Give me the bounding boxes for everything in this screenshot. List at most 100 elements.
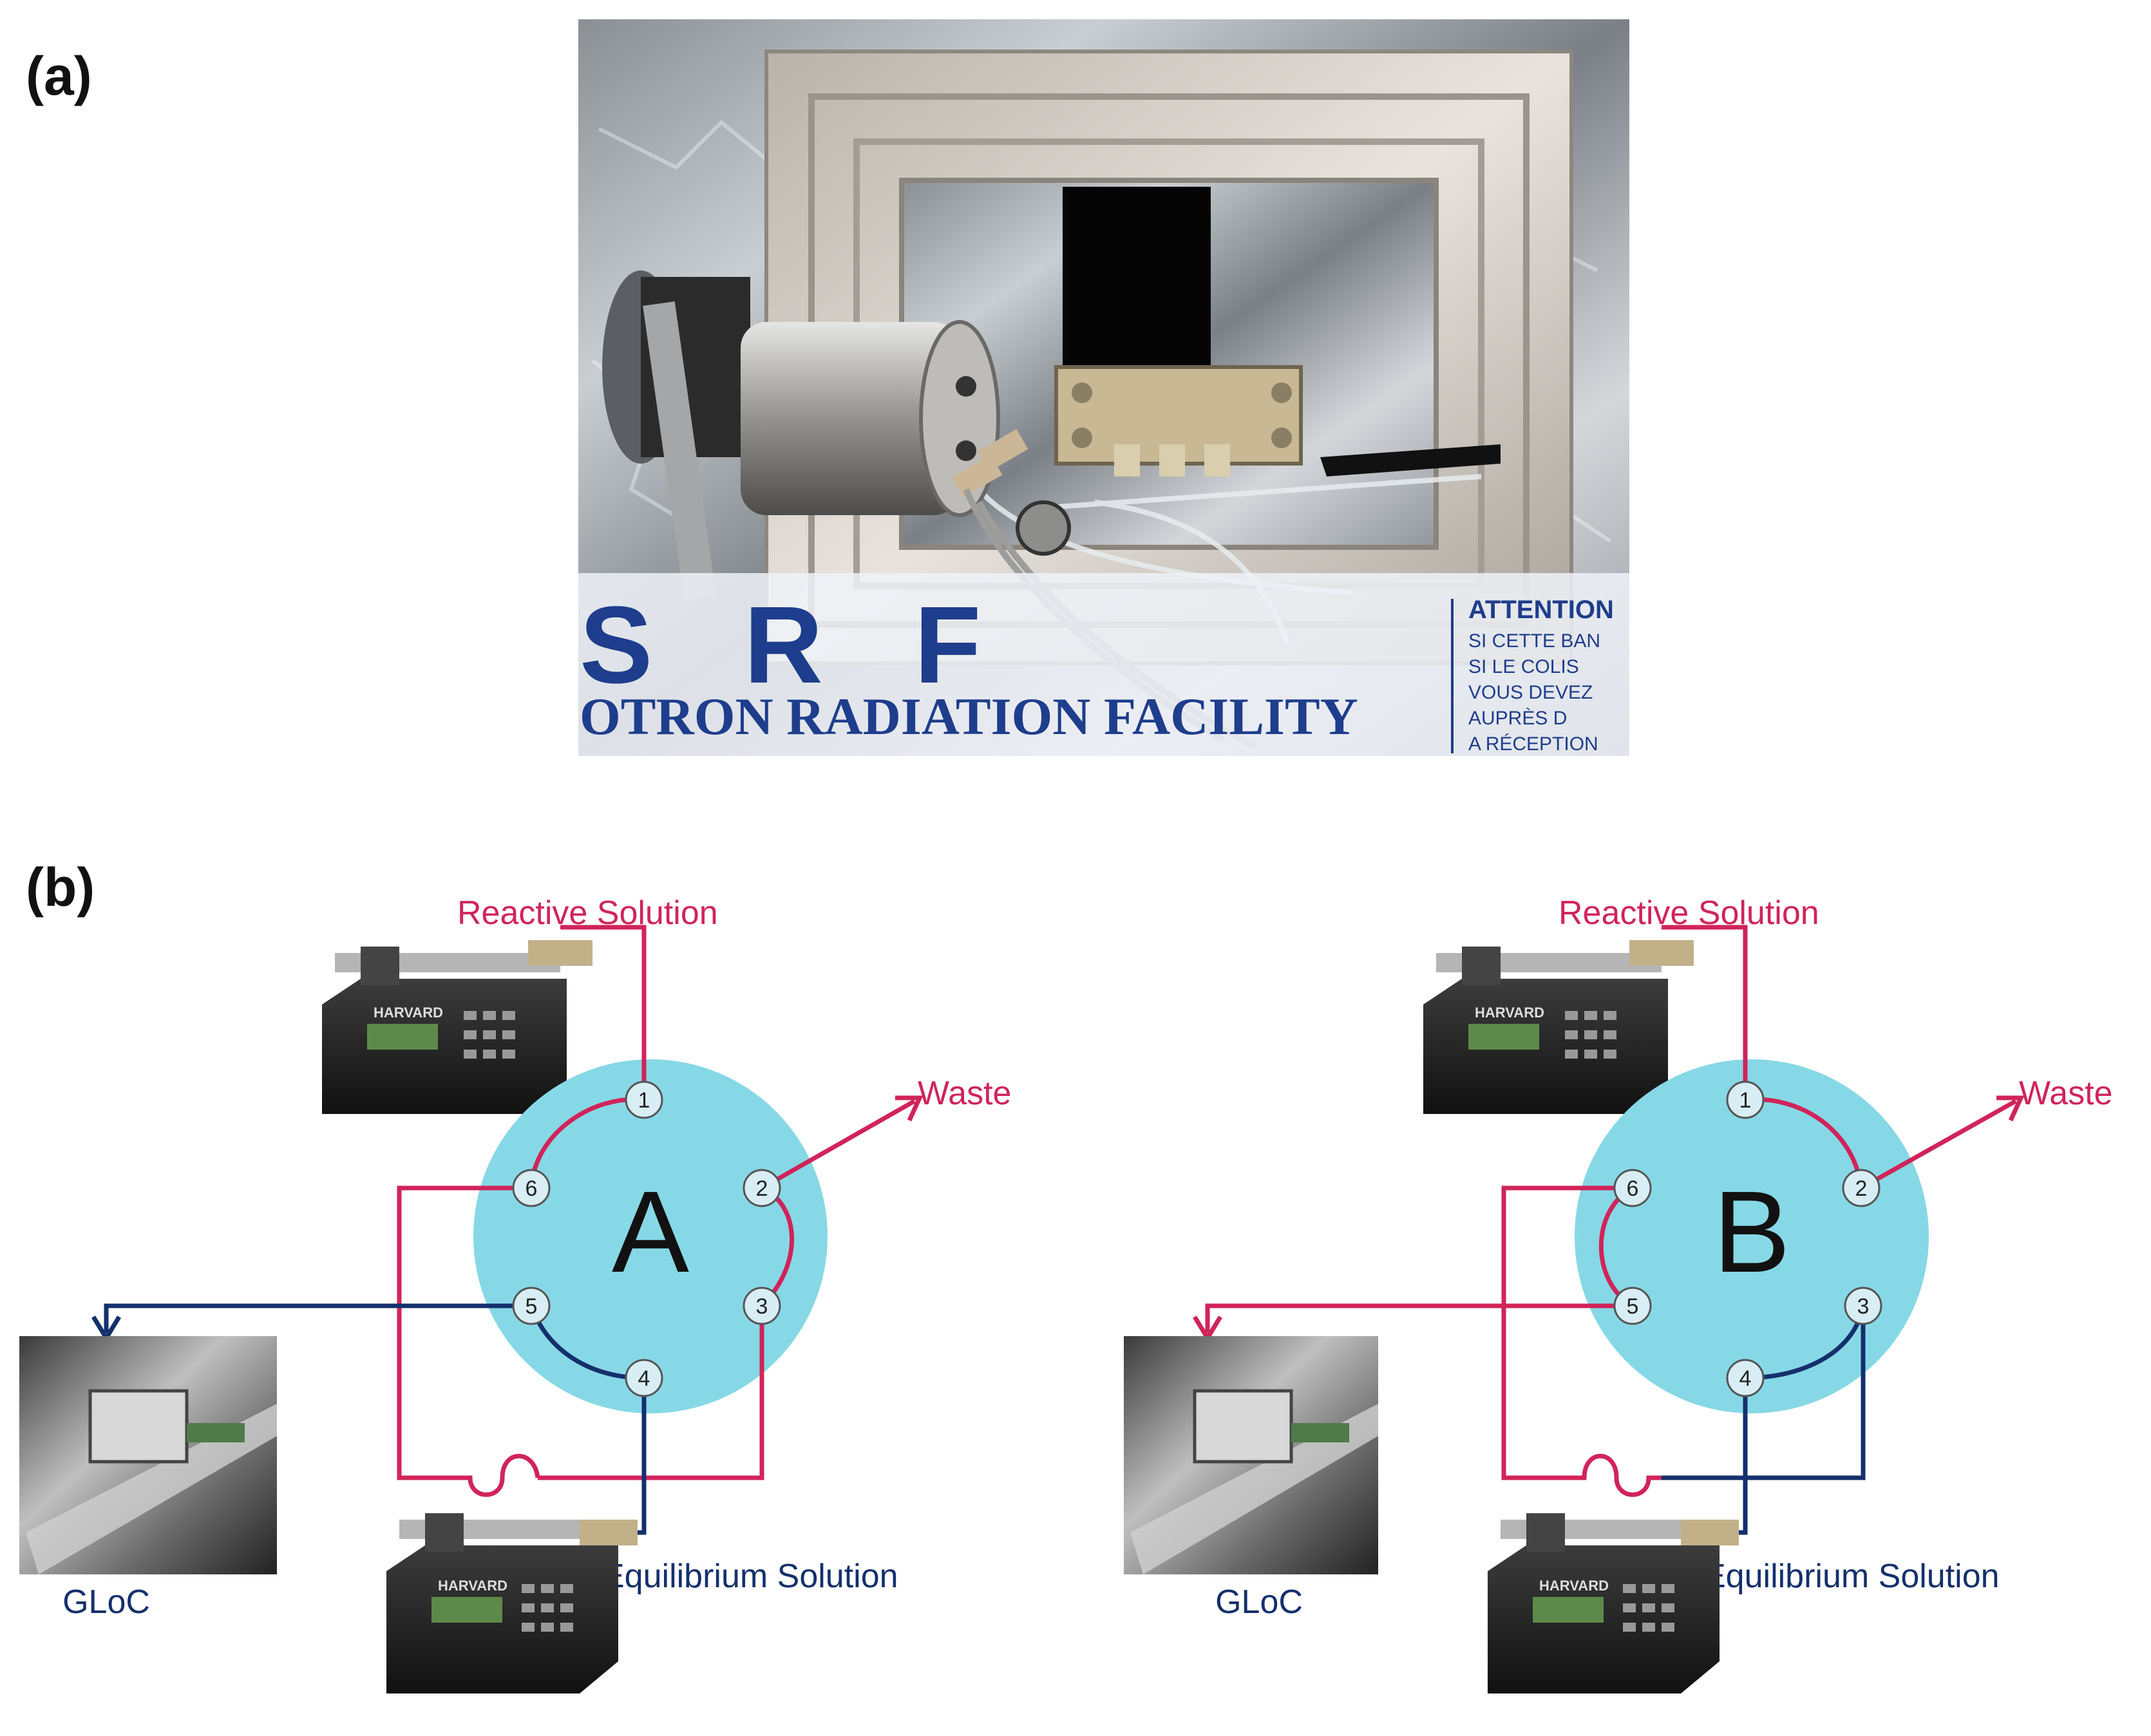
thumbscrew [1016,500,1071,556]
syringe-tip [528,940,592,966]
pump-body [1423,979,1668,1114]
svg-text:4: 4 [1739,1366,1752,1391]
svg-text:3: 3 [756,1294,768,1319]
warning-line: SI LE COLIS [1468,656,1579,677]
waste-label: Waste [918,1075,1011,1112]
valve-diagram-b: HARVARD B [1124,894,2112,1694]
gloc-board [187,1423,245,1442]
valve-ports: 1 2 3 4 5 6 [1613,1080,1882,1397]
pump-display [367,1024,438,1050]
svg-text:2: 2 [1855,1176,1868,1201]
gloc-chip [1193,1389,1293,1464]
port-3-loop-line [538,1306,764,1480]
gloc-board [1291,1423,1349,1442]
port-1: 1 [1726,1080,1765,1119]
pump-brand: HARVARD [1539,1578,1609,1594]
port-5: 5 [512,1287,551,1325]
svg-text:1: 1 [638,1088,650,1113]
port-5: 5 [1613,1287,1652,1325]
sample-loop [1501,1185,1662,1497]
valve-ports: 1 2 3 4 5 6 [512,1080,781,1397]
port-4: 4 [625,1359,663,1397]
fitting [1159,444,1185,476]
holder-screw [1271,382,1292,403]
banner-letters: S R F [580,584,981,706]
svg-text:1: 1 [1739,1088,1752,1113]
holder-screw [1072,382,1092,403]
clamp-arm [1320,444,1501,476]
svg-text:3: 3 [1857,1294,1870,1319]
pump-display [1533,1597,1604,1623]
pump-pusher [361,947,399,985]
waste-arrowhead [1996,1095,2025,1122]
syringe-pump-equilibrium: HARVARD [1488,1513,1739,1694]
syringe-tip [580,1520,638,1545]
valve-cylinder [741,322,960,515]
valve-letter: B [1713,1167,1790,1297]
svg-text:5: 5 [1627,1294,1639,1319]
port-1-6-arc [529,1097,645,1189]
syringe-pump-reactive: HARVARD [1423,940,1694,1114]
valve-port [956,440,976,461]
pump-pusher [425,1513,464,1552]
valve-diagram-a: HARVARD A [19,894,1011,1694]
holder-screw [1072,428,1092,448]
waste-label: Waste [2019,1075,2112,1112]
valve-port [956,376,976,397]
port-6: 6 [512,1169,551,1207]
pump-display [1468,1024,1539,1050]
valve-letter: A [612,1167,689,1297]
syringe-tip [1681,1520,1739,1545]
equilibrium-solution-label: Equilibrium Solution [1703,1558,2000,1595]
warning-line: SI CETTE BAN [1468,630,1600,652]
reactive-solution-label: Reactive Solution [457,894,718,932]
waste-arrowhead [895,1095,924,1122]
pump-brand: HARVARD [1475,1005,1544,1021]
holder-screw [1271,428,1292,448]
pump-keypad [1565,1011,1616,1059]
detector-window [1063,187,1211,386]
svg-text:2: 2 [756,1176,768,1201]
gloc-photo [19,1336,277,1574]
syringe-pump-equilibrium: HARVARD [386,1513,638,1694]
gloc-label: GLoC [1215,1583,1303,1621]
port-2: 2 [1842,1169,1881,1207]
pump-body [322,979,567,1114]
warning-line: ATTENTION [1468,596,1614,624]
banner-facility: OTRON RADIATION FACILITY [580,687,1358,746]
syringe-pump-reactive: HARVARD [322,940,592,1114]
reactive-solution-label: Reactive Solution [1559,894,1819,932]
pump-pusher [1526,1513,1565,1552]
port-3: 3 [743,1287,781,1325]
pump-keypad [1623,1584,1674,1632]
port-4: 4 [1726,1359,1765,1397]
reactive-inlet-line [1662,925,1748,1100]
gloc-label: GLoC [62,1583,150,1621]
port-3: 3 [1844,1287,1882,1325]
warning-line: VOUS DEVEZ [1468,682,1593,703]
panel-a-label: (a) [26,46,92,106]
valve-rotor [1575,1059,1929,1413]
gloc-rail [1130,1404,1378,1574]
valve-bracket [643,301,716,599]
warning-line: AUPRÈS D [1468,708,1567,729]
port-2: 2 [743,1169,781,1207]
svg-text:5: 5 [526,1294,538,1319]
pump-keypad [464,1011,515,1059]
svg-text:6: 6 [526,1176,538,1201]
pump-pusher [1462,947,1501,985]
gloc-line [104,1303,531,1333]
warning-line: A RÉCEPTION [1468,733,1598,755]
fitting [977,429,1028,472]
waste-line [1860,1099,2017,1191]
fitting [1204,444,1230,476]
syringe-tip [1629,940,1694,966]
port-3-loop-line [1662,1306,1866,1480]
port-6: 6 [1613,1169,1652,1207]
panel-b-label: (b) [26,857,95,918]
svg-text:4: 4 [638,1366,650,1391]
svg-text:6: 6 [1627,1176,1639,1201]
valve-rotor [473,1059,828,1413]
fitting [1114,444,1140,476]
